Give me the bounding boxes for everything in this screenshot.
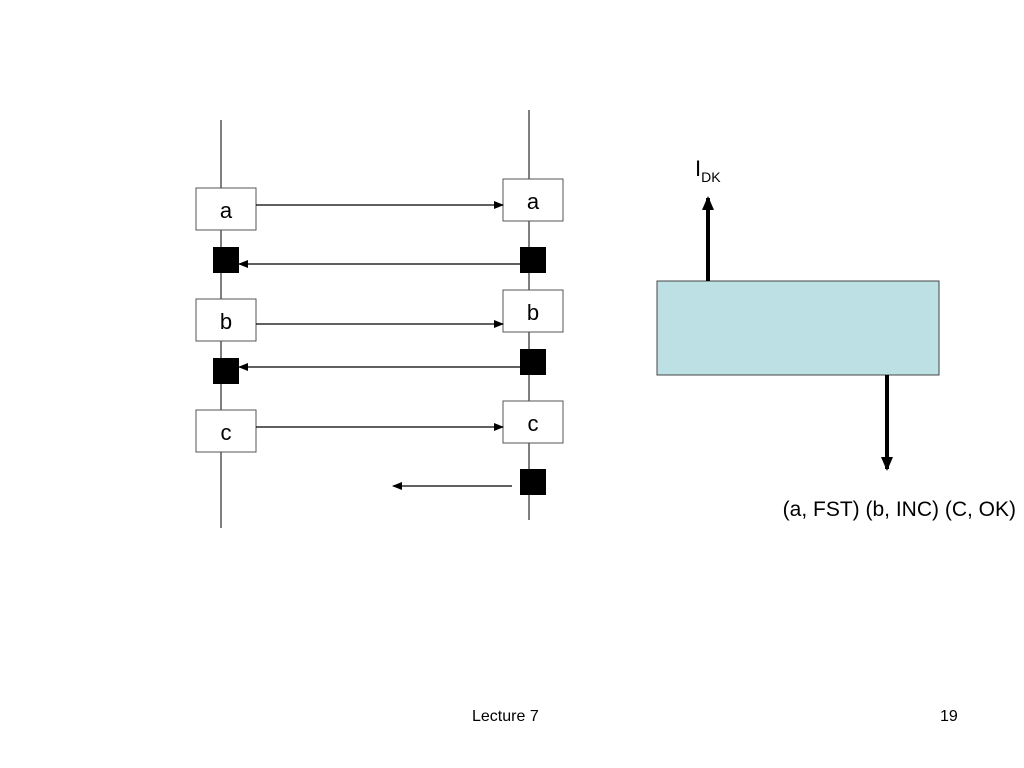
- right-message-label: c: [528, 411, 539, 436]
- page-number: 19: [940, 708, 958, 725]
- input-label-main: I: [695, 156, 701, 181]
- right-ack-square: [520, 469, 546, 495]
- left-message-label: b: [220, 309, 232, 334]
- right-message-label: b: [527, 300, 539, 325]
- right-ack-square: [520, 349, 546, 375]
- process-box: [656, 280, 940, 376]
- left-message-label: a: [220, 198, 233, 223]
- left-message-label: c: [221, 420, 232, 445]
- right-message-box-a: a: [502, 178, 564, 222]
- input-label-subscript: DK: [701, 169, 721, 185]
- left-ack-square: [213, 358, 239, 384]
- right-ack-square: [520, 247, 546, 273]
- right-message-box-c: c: [502, 400, 564, 444]
- right-message-box-b: b: [502, 289, 564, 333]
- output-label: (a, FST) (b, INC) (C, OK): [783, 498, 1016, 521]
- input-label: IDK: [695, 156, 721, 185]
- left-message-box-a: a: [195, 187, 257, 231]
- footer-lecture-label: Lecture 7: [472, 708, 539, 725]
- left-ack-square: [213, 247, 239, 273]
- right-message-label: a: [527, 189, 540, 214]
- left-message-box-c: c: [195, 409, 257, 453]
- left-message-box-b: b: [195, 298, 257, 342]
